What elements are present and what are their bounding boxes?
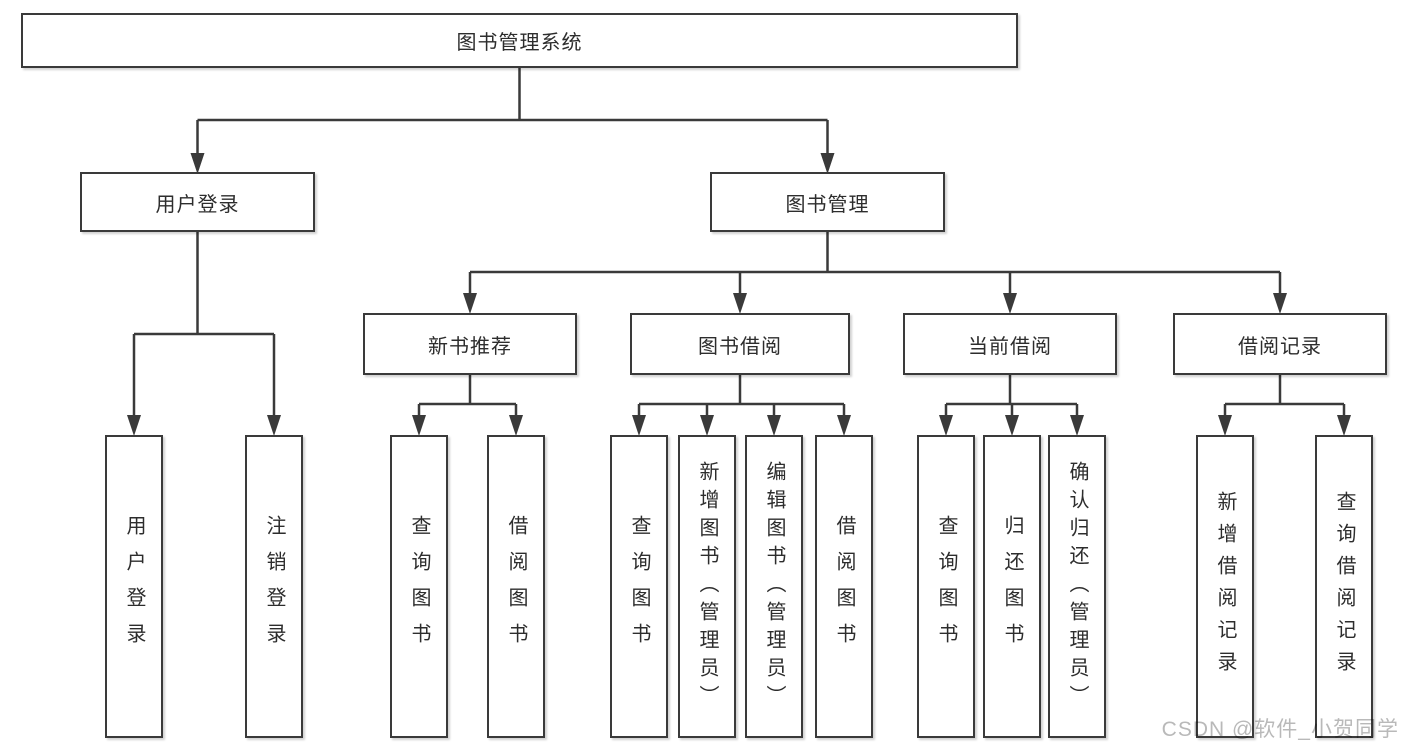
node-library-management-system: 图书管理系统 bbox=[21, 13, 1018, 68]
node-new-book-recommend: 新书推荐 bbox=[363, 313, 577, 375]
arrowheads bbox=[127, 153, 1351, 436]
leaf-label: 确认归还（管理员） bbox=[1066, 460, 1088, 713]
leaf-add-borrow-record: 新增借阅记录 bbox=[1196, 435, 1254, 738]
leaf-logout: 注销登录 bbox=[245, 435, 303, 738]
leaf-label: 查询借阅记录 bbox=[1333, 490, 1355, 683]
leaf-query-books-recommend: 查询图书 bbox=[390, 435, 448, 738]
leaf-edit-books-admin: 编辑图书（管理员） bbox=[745, 435, 803, 738]
leaf-label: 新增借阅记录 bbox=[1214, 490, 1236, 683]
leaf-label: 借阅图书 bbox=[833, 514, 855, 659]
node-label: 新书推荐 bbox=[428, 335, 512, 358]
leaf-query-books-current: 查询图书 bbox=[917, 435, 975, 738]
node-label: 图书借阅 bbox=[698, 335, 782, 358]
leaf-borrow-books-recommend: 借阅图书 bbox=[487, 435, 545, 738]
node-label: 用户登录 bbox=[155, 193, 240, 216]
leaf-label: 查询图书 bbox=[628, 514, 650, 659]
node-label: 图书管理系统 bbox=[456, 32, 583, 54]
node-book-borrowing: 图书借阅 bbox=[630, 313, 850, 375]
leaf-add-books-admin: 新增图书（管理员） bbox=[678, 435, 736, 738]
leaf-label: 用户登录 bbox=[123, 514, 145, 659]
leaf-label: 注销登录 bbox=[263, 514, 285, 659]
node-borrowing-records: 借阅记录 bbox=[1173, 313, 1387, 375]
node-current-borrowing: 当前借阅 bbox=[903, 313, 1117, 375]
leaf-label: 归还图书 bbox=[1001, 514, 1023, 659]
leaf-label: 借阅图书 bbox=[505, 514, 527, 659]
leaf-label: 查询图书 bbox=[935, 514, 957, 659]
node-label: 当前借阅 bbox=[968, 335, 1052, 358]
leaf-user-login: 用户登录 bbox=[105, 435, 163, 738]
leaf-borrow-books: 借阅图书 bbox=[815, 435, 873, 738]
node-label: 借阅记录 bbox=[1238, 335, 1322, 358]
leaf-query-borrow-record: 查询借阅记录 bbox=[1315, 435, 1373, 738]
leaf-label: 新增图书（管理员） bbox=[696, 460, 718, 713]
leaf-label: 编辑图书（管理员） bbox=[763, 460, 785, 713]
leaf-confirm-return-admin: 确认归还（管理员） bbox=[1048, 435, 1106, 738]
node-book-management: 图书管理 bbox=[710, 172, 945, 232]
leaf-return-books: 归还图书 bbox=[983, 435, 1041, 738]
leaf-query-books-borrow: 查询图书 bbox=[610, 435, 668, 738]
node-label: 图书管理 bbox=[785, 193, 870, 216]
node-user-login: 用户登录 bbox=[80, 172, 315, 232]
leaf-label: 查询图书 bbox=[408, 514, 430, 659]
